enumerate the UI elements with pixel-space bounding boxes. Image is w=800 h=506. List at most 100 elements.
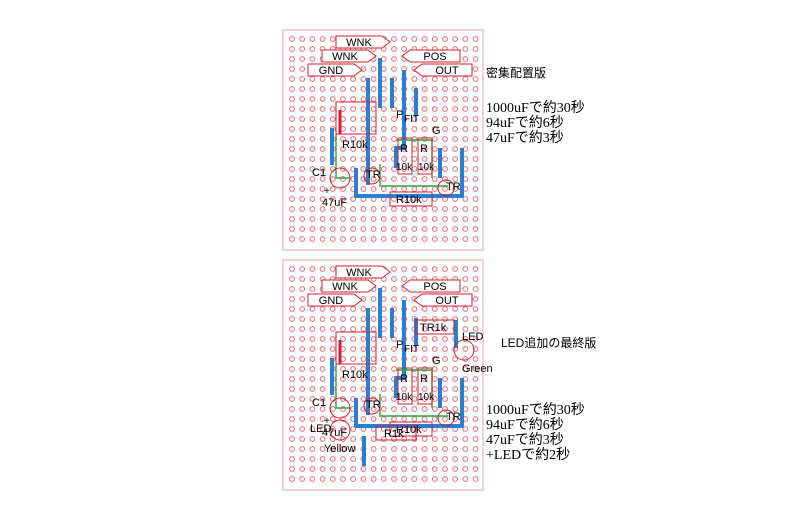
hole [472, 226, 479, 232]
hole [462, 446, 469, 452]
hole [350, 306, 357, 312]
hole [289, 196, 295, 202]
hole [472, 136, 479, 142]
hole [360, 336, 367, 342]
hole [329, 466, 336, 472]
hole [329, 456, 336, 462]
hole [299, 36, 306, 42]
hole [472, 466, 479, 472]
hole [360, 86, 367, 92]
hole [309, 196, 316, 202]
hole [350, 146, 357, 152]
hole [319, 466, 326, 472]
hole [360, 356, 367, 362]
label-p: P [396, 109, 403, 121]
hole [350, 376, 357, 382]
hole [421, 376, 428, 382]
hole [452, 266, 459, 272]
hole [319, 356, 326, 362]
hole [329, 216, 336, 222]
hole [350, 356, 357, 362]
hole [329, 476, 336, 482]
hole [401, 46, 408, 52]
hole [340, 206, 346, 212]
hole [411, 346, 418, 352]
hole [299, 116, 306, 122]
resistor-left-body [335, 331, 377, 365]
hole [319, 476, 326, 482]
hole [421, 326, 428, 332]
hole [462, 226, 469, 232]
hole [401, 446, 408, 452]
hole [299, 466, 306, 472]
r10k-bottom-body [389, 191, 433, 207]
hole [340, 326, 346, 332]
hole [442, 436, 448, 442]
hole [309, 346, 316, 352]
hole [452, 166, 459, 172]
hole [299, 196, 306, 202]
label-gnd-outline [307, 293, 363, 307]
hole [431, 456, 438, 462]
hole [289, 146, 295, 152]
hole [452, 36, 459, 42]
hole [299, 276, 306, 282]
hole [431, 446, 438, 452]
hole [370, 116, 377, 122]
hole [309, 366, 316, 372]
hole [370, 466, 377, 472]
hole [411, 476, 418, 482]
hole [289, 226, 295, 232]
hole [309, 306, 316, 312]
hole [299, 366, 306, 372]
hole [452, 386, 459, 392]
hole [299, 166, 306, 172]
hole [472, 56, 479, 62]
label-out-outline [413, 293, 473, 307]
hole [462, 306, 469, 312]
hole [289, 366, 295, 372]
hole [319, 156, 326, 162]
hole [411, 306, 418, 312]
hole [289, 466, 295, 472]
bottom-note-2: 94uFで約6秒 [486, 418, 564, 433]
hole [391, 266, 397, 272]
hole [309, 136, 316, 142]
hole [340, 216, 346, 222]
hole [442, 216, 448, 222]
hole [380, 226, 387, 232]
r-mid1-body [397, 367, 413, 405]
hole [289, 86, 295, 92]
hole [421, 336, 428, 342]
hole [370, 66, 377, 72]
label-out: OUT [435, 65, 459, 77]
hole [431, 76, 438, 82]
hole [350, 236, 357, 242]
hole [370, 306, 377, 312]
hole [350, 386, 357, 392]
hole [289, 46, 295, 52]
hole [319, 146, 326, 152]
hole [452, 396, 459, 402]
hole [319, 426, 326, 432]
hole [401, 266, 408, 272]
hole [370, 226, 377, 232]
hole [411, 416, 418, 422]
label-tr-right: TR [446, 411, 461, 423]
hole [380, 396, 387, 402]
hole [289, 396, 295, 402]
hole [329, 346, 336, 352]
hole [462, 346, 469, 352]
capacitor-c1 [329, 167, 351, 189]
hole [472, 336, 479, 342]
hole [309, 116, 316, 122]
hole [299, 416, 306, 422]
hole [472, 76, 479, 82]
label-pos: POS [423, 51, 446, 63]
hole [431, 316, 438, 322]
hole [319, 396, 326, 402]
hole [462, 136, 469, 142]
hole [401, 36, 408, 42]
hole [462, 326, 469, 332]
hole [380, 166, 387, 172]
